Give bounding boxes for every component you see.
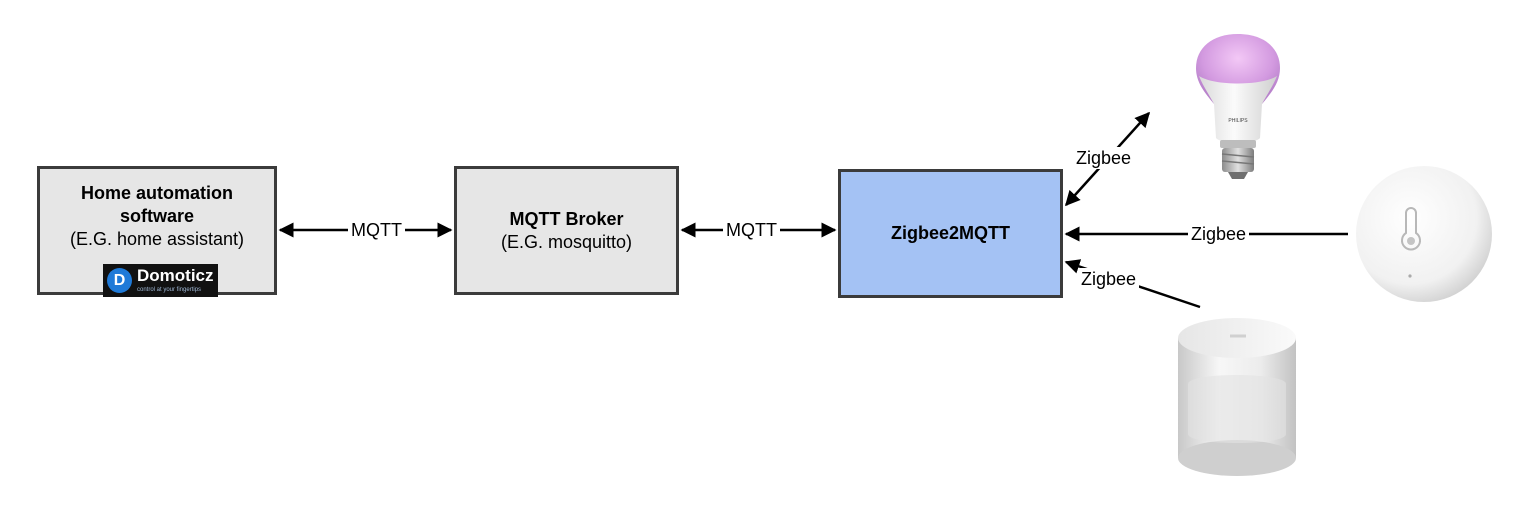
domoticz-name: Domoticz <box>137 266 214 285</box>
temperature-sensor-icon <box>1356 166 1492 302</box>
hue-bulb-icon: PHILIPS <box>1196 34 1280 179</box>
edge-label-home-broker: MQTT <box>348 219 405 241</box>
home-automation-subtitle: (E.G. home assistant) <box>69 229 245 249</box>
edge-label-motion: Zigbee <box>1078 268 1140 290</box>
edge-label-sensor: Zigbee <box>1188 223 1250 245</box>
zigbee2mqtt-box: Zigbee2MQTT <box>838 169 1063 298</box>
zigbee2mqtt-title: Zigbee2MQTT <box>890 223 1010 243</box>
mqtt-broker-subtitle: (E.G. mosquitto) <box>500 231 633 252</box>
home-automation-title: Home automation software <box>80 183 233 226</box>
domoticz-badge: D Domoticz control at your fingertips <box>103 264 218 297</box>
domoticz-tagline: control at your fingertips <box>137 287 202 293</box>
domoticz-logo-icon: D <box>107 268 132 293</box>
mqtt-broker-title: MQTT Broker <box>509 208 624 229</box>
motion-sensor-icon <box>1178 318 1296 476</box>
home-automation-box: Home automation software (E.G. home assi… <box>37 166 277 295</box>
edge-label-bulb: Zigbee <box>1073 147 1135 169</box>
mqtt-broker-box: MQTT Broker (E.G. mosquitto) <box>454 166 679 295</box>
bulb-brand-text: PHILIPS <box>1228 118 1248 124</box>
edge-label-broker-z2m: MQTT <box>723 219 780 241</box>
